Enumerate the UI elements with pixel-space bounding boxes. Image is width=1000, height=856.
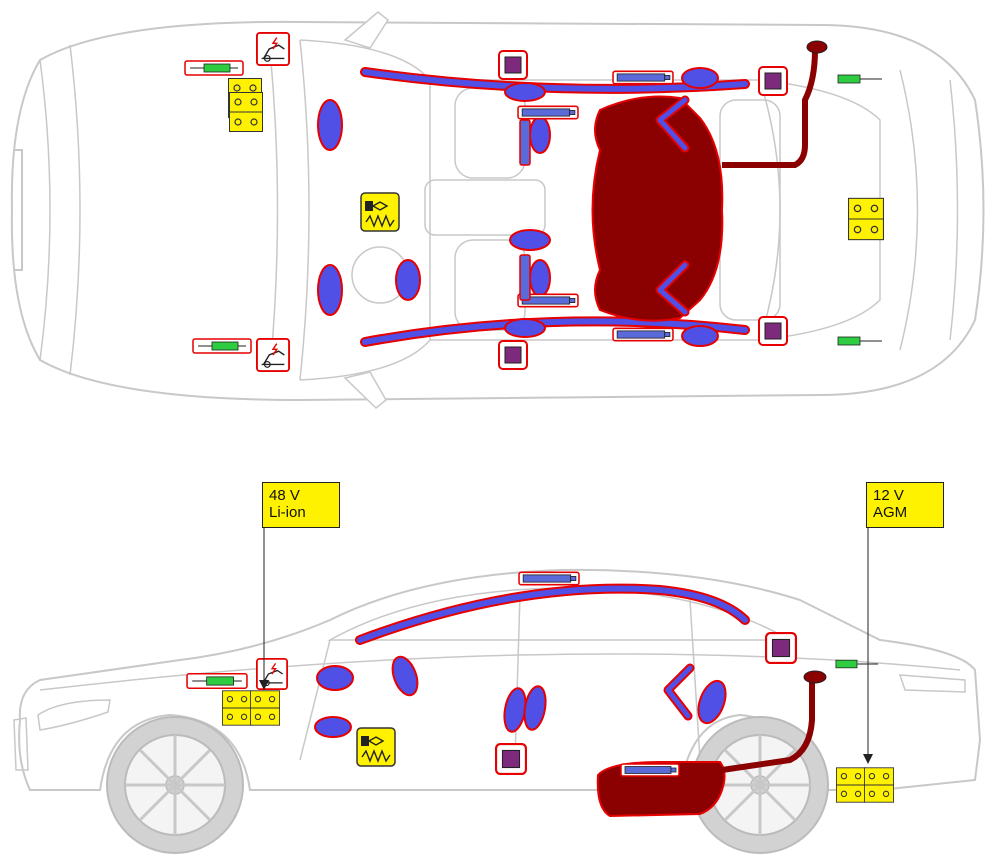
pedestrian-protection-icon	[192, 338, 252, 354]
battery-12v-icon	[836, 767, 866, 803]
battery-icon	[228, 92, 264, 132]
top-hood-lines	[39, 39, 310, 381]
crash-sensor-icon	[758, 66, 788, 96]
gas-generator-icon	[517, 105, 579, 120]
crash-sensor-icon	[498, 340, 528, 370]
gas-generator-icon	[356, 727, 396, 767]
battery-icon	[848, 197, 884, 241]
gas-generator-icon	[620, 763, 680, 777]
side-door-lines	[299, 594, 701, 761]
leader-arrow-12v	[863, 754, 873, 764]
seatbelt-tensioner-icon	[519, 254, 531, 301]
fuel-filler-cap-side	[803, 670, 827, 684]
battery-12v-label: 12 V AGM	[866, 482, 944, 528]
airbag-rear-belt-side-fill	[665, 665, 693, 719]
airbag-passenger-side	[391, 655, 419, 697]
side-taillight	[898, 674, 966, 693]
airbag-seat-left	[529, 116, 551, 154]
gas-generator-icon	[612, 70, 674, 85]
airbag-rear-seat-side	[697, 679, 727, 725]
airbag-side-front-right	[504, 318, 546, 338]
battery-48v-label-type: Li-ion	[269, 504, 306, 521]
pedestrian-protection-icon	[186, 672, 248, 690]
airbag-side-front-left	[504, 82, 546, 102]
battery-48v-label-voltage: 48 V	[269, 487, 300, 504]
side-car-body-outline	[18, 568, 982, 791]
battery-12v-label-voltage: 12 V	[873, 487, 904, 504]
airbag-seat-right	[529, 259, 551, 297]
crash-sensor-icon	[758, 316, 788, 346]
airbag-rear-belt-right-fill	[657, 262, 688, 315]
battery-48v-icon	[222, 690, 252, 726]
crash-sensor-icon	[495, 743, 527, 775]
leader-arrow-48v	[259, 680, 269, 690]
airbag-seat-side-2	[523, 685, 547, 731]
crash-sensor-icon	[498, 50, 528, 80]
bonnet-actuator-icon	[256, 338, 290, 372]
curtain-airbag-side-fill	[357, 585, 748, 643]
top-mirror-right	[343, 371, 387, 409]
top-mirror-left	[343, 11, 389, 49]
battery-12v-label-type: AGM	[873, 504, 908, 521]
fuel-filler-pipe-side	[721, 680, 815, 773]
fuel-filler-cap	[806, 40, 828, 54]
gas-generator-icon	[518, 571, 580, 586]
airbag-front-right-knee	[317, 264, 343, 316]
battery-12v-icon	[864, 767, 894, 803]
side-headlight	[37, 699, 111, 731]
gas-generator-icon	[360, 192, 400, 232]
fuel-tank	[591, 95, 724, 322]
top-view	[10, 11, 985, 409]
fuel-filler-pipe	[722, 49, 818, 168]
battery-48v-icon	[250, 690, 280, 726]
side-view	[13, 528, 982, 854]
battery-48v-label: 48 V Li-ion	[262, 482, 340, 528]
side-grille	[13, 717, 29, 771]
front-wheel	[106, 716, 244, 854]
top-console	[424, 179, 546, 236]
gas-generator-icon	[612, 327, 674, 342]
curtain-airbag-right-fill	[362, 318, 748, 345]
top-grille	[15, 149, 23, 271]
top-windshield	[299, 39, 431, 381]
airbag-center	[509, 229, 551, 251]
airbag-rear-side-left	[681, 67, 719, 89]
airbag-rear-belt-left-fill	[657, 97, 688, 151]
airbag-rear-side-right	[681, 325, 719, 347]
airbag-front-left-knee	[317, 99, 343, 151]
seatbelt-tensioner-icon	[519, 119, 531, 166]
airbag-driver	[395, 259, 421, 301]
top-trunk-lines	[899, 69, 959, 351]
airbag-knee-side	[314, 716, 352, 738]
pedestrian-protection-icon	[184, 60, 244, 76]
crash-sensor-icon	[765, 632, 797, 664]
bonnet-actuator-icon	[256, 32, 290, 66]
airbag-driver-side	[316, 665, 354, 691]
